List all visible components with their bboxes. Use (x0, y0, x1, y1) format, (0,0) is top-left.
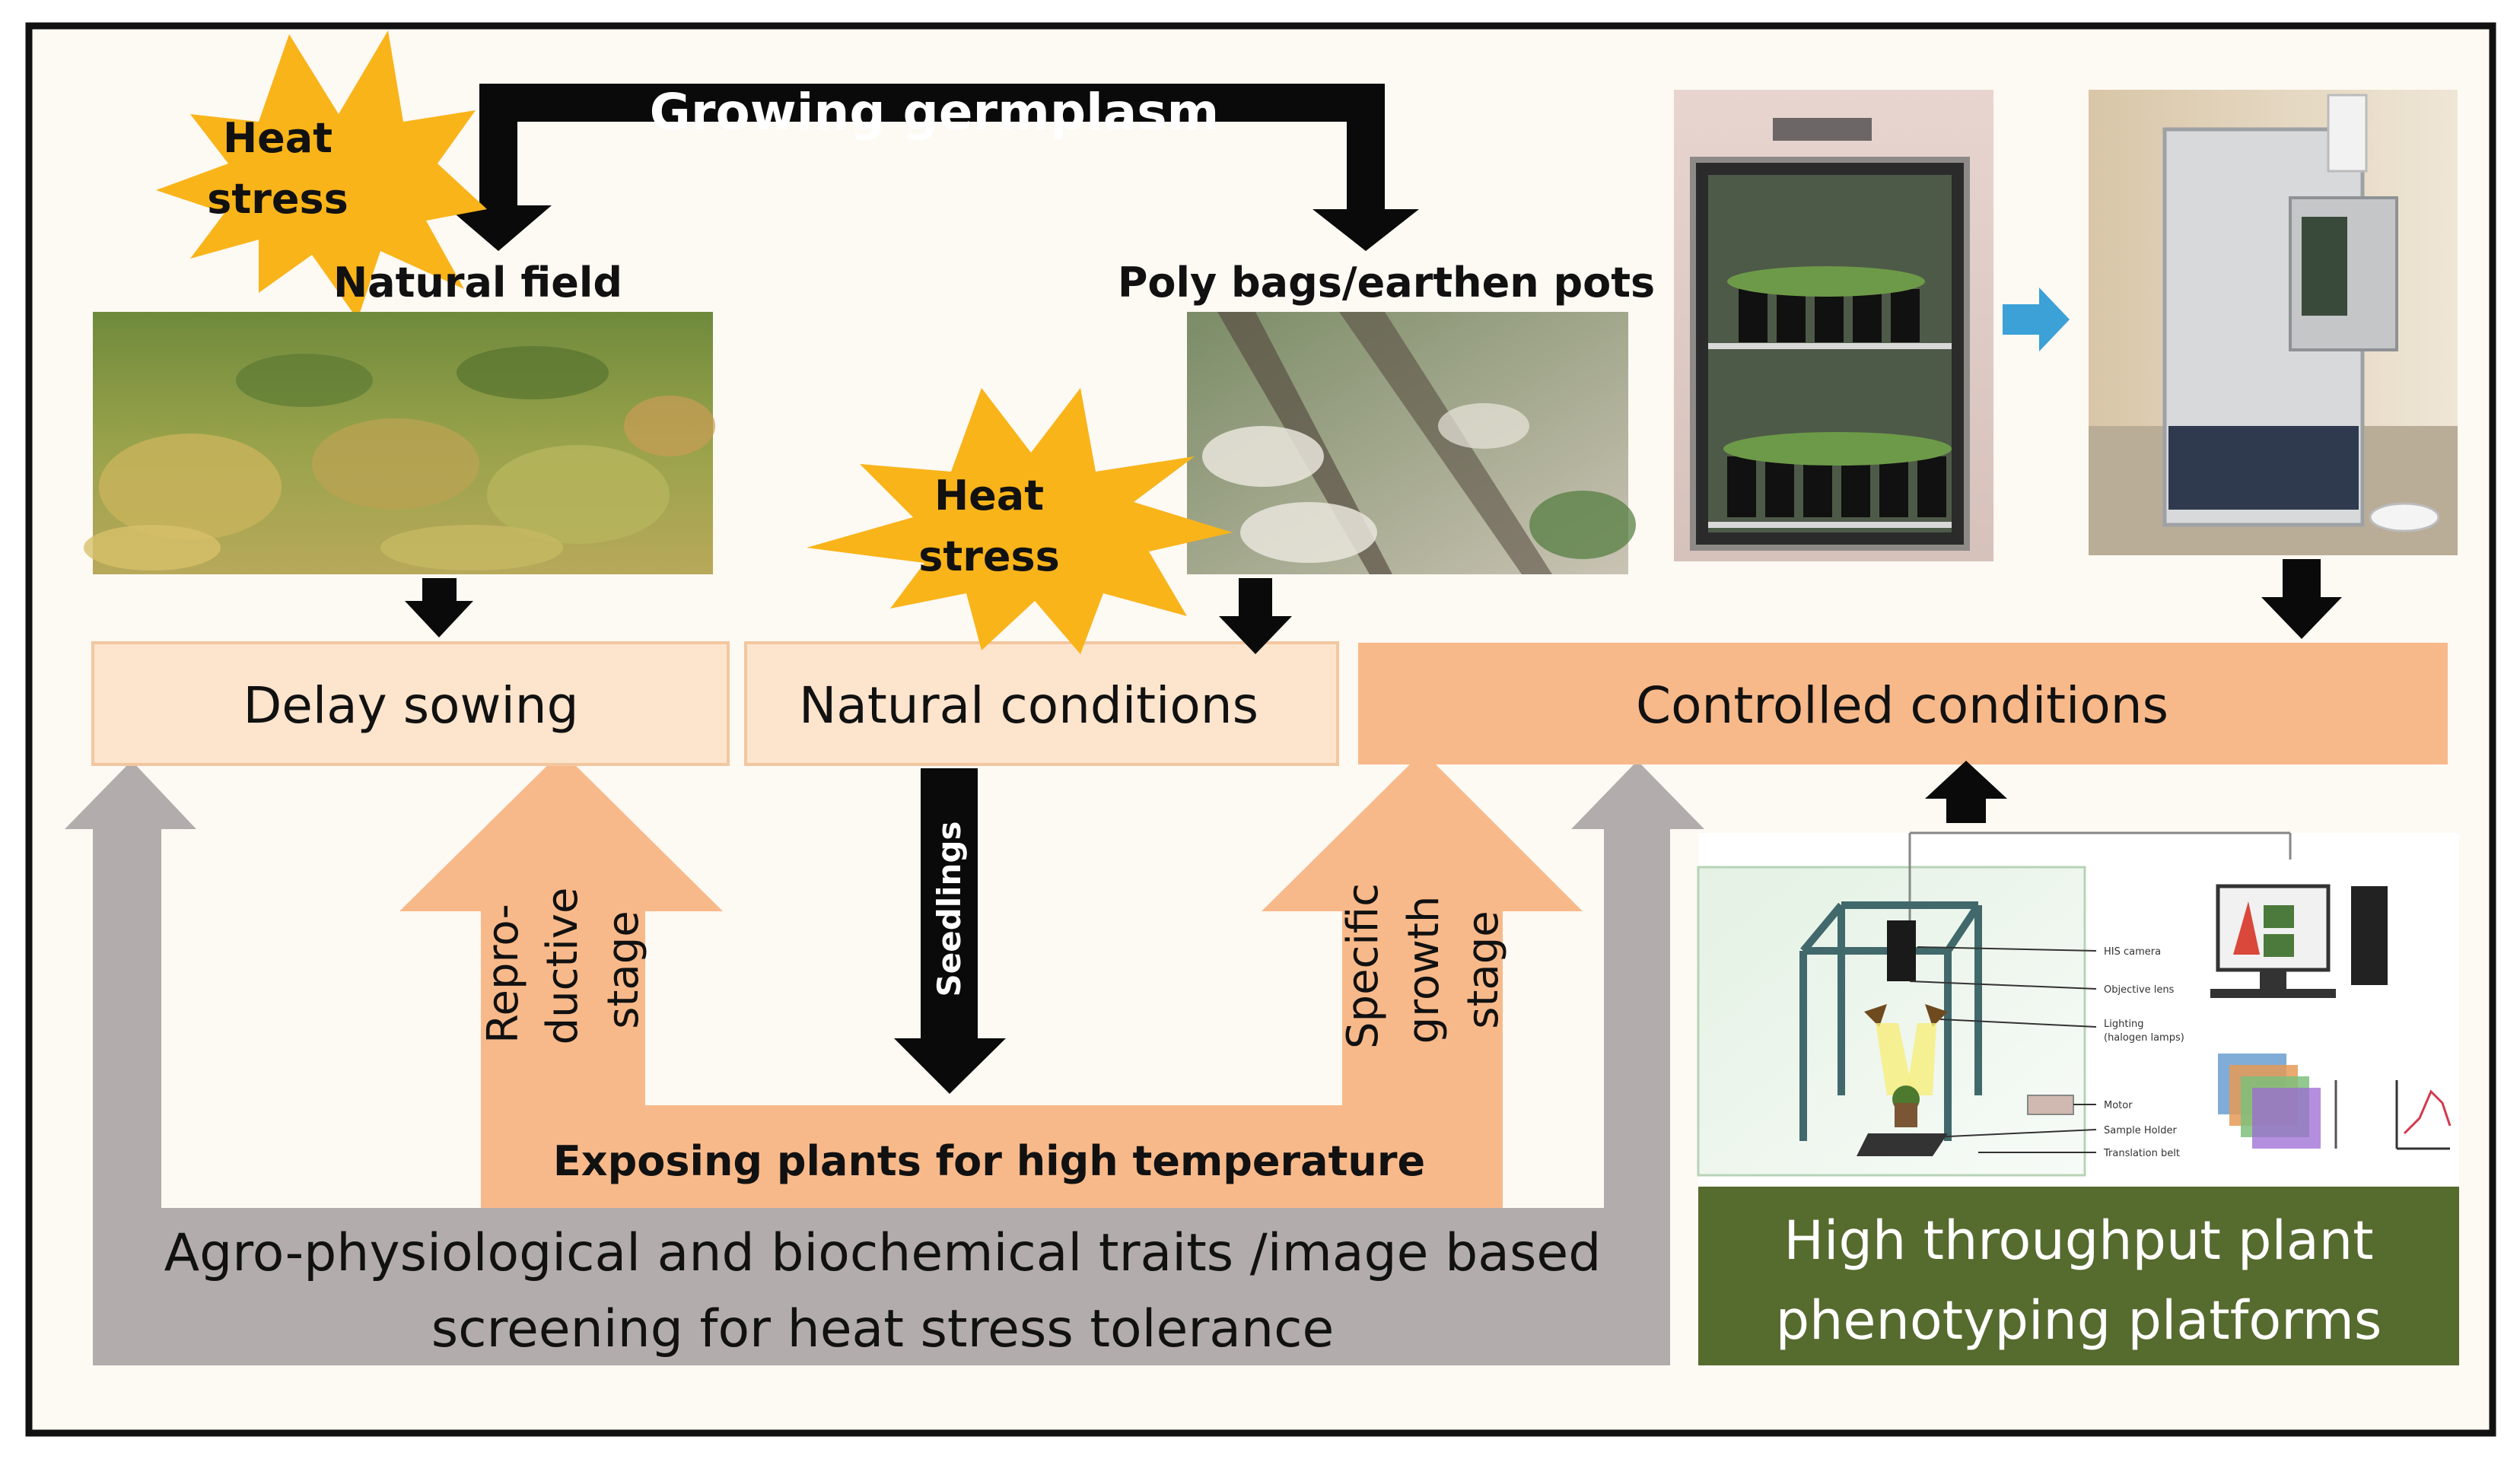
poly-bags-label: Poly bags/earthen pots (1118, 259, 1655, 307)
schematic-label-halogen: (halogen lamps) (2104, 1032, 2184, 1044)
delay-sowing-label: Delay sowing (243, 676, 578, 735)
orange-exposure-arrows (399, 752, 1583, 1208)
natural-field-label: Natural field (333, 259, 622, 307)
specific-label-3: stage (1459, 911, 1508, 1028)
exposing-label: Exposing plants for high temperature (553, 1137, 1425, 1185)
bottom-text-band (93, 1208, 1670, 1365)
htp-box (1698, 1187, 2459, 1365)
heat-stress-1-line-1: Heat (223, 114, 332, 162)
starburst-1-shape (156, 30, 487, 319)
phenotyping-cabinet-photo (2089, 90, 2458, 555)
seedlings-label: Seedlings (931, 821, 968, 996)
bottom-text-line-2: screening for heat stress tolerance (431, 1299, 1335, 1359)
heat-stress-2-line-2: stress (918, 532, 1060, 580)
blue-arrow (2003, 288, 2070, 351)
seedlings-arrow (894, 768, 1006, 1094)
schematic-label-lighting: Lighting (2104, 1019, 2144, 1030)
phenotyping-schematic: HIS camera Objective lens Lighting (halo… (1697, 831, 2459, 1187)
schematic-label-camera: HIS camera (2104, 946, 2161, 958)
schematic-label-lens: Objective lens (2104, 984, 2175, 996)
heat-stress-2-line-1: Heat (934, 472, 1044, 520)
heat-stress-starburst-1: Heat stress (156, 30, 487, 319)
field-down-arrow (405, 578, 473, 637)
reproductive-label-1: Repro- (479, 904, 528, 1044)
reproductive-label-2: ductive (538, 888, 587, 1045)
natural-field-photo (84, 312, 715, 574)
natural-conditions-box (744, 641, 1339, 766)
germplasm-arrow-shape (445, 84, 1419, 251)
schematic-label-holder: Sample Holder (2104, 1125, 2177, 1136)
delay-sowing-box (91, 641, 730, 766)
schematic-label-motor: Motor (2104, 1100, 2133, 1111)
phenotyping-up-arrow (1925, 761, 2007, 823)
controlled-conditions-label: Controlled conditions (1636, 676, 2168, 735)
chamber-down-arrow (2261, 559, 2342, 639)
htp-line-2: phenotyping platforms (1776, 1289, 2382, 1352)
germplasm-label: Growing germplasm (650, 83, 1220, 141)
reproductive-label-3: stage (599, 911, 648, 1028)
pots-down-arrow (1219, 578, 1292, 654)
natural-conditions-label: Natural conditions (799, 676, 1258, 735)
schematic-label-belt: Translation belt (2103, 1148, 2180, 1159)
growth-chamber-photo (1674, 90, 1993, 561)
heat-stress-starburst-2: Heat stress (807, 388, 1233, 654)
starburst-2-shape (807, 388, 1233, 654)
orange-arrow-shape (399, 752, 1583, 1208)
htp-line-1: High throughput plant (1783, 1209, 2373, 1272)
bottom-text-line-1: Agro-physiological and biochemical trait… (164, 1223, 1602, 1283)
specific-label-1: Specific (1338, 883, 1388, 1049)
specific-label-2: growth (1399, 896, 1449, 1044)
controlled-conditions-box (1358, 643, 2448, 764)
poly-bags-photo (1187, 312, 1636, 574)
heat-stress-1-line-2: stress (207, 175, 348, 223)
germplasm-arrow: Growing germplasm (445, 83, 1419, 251)
